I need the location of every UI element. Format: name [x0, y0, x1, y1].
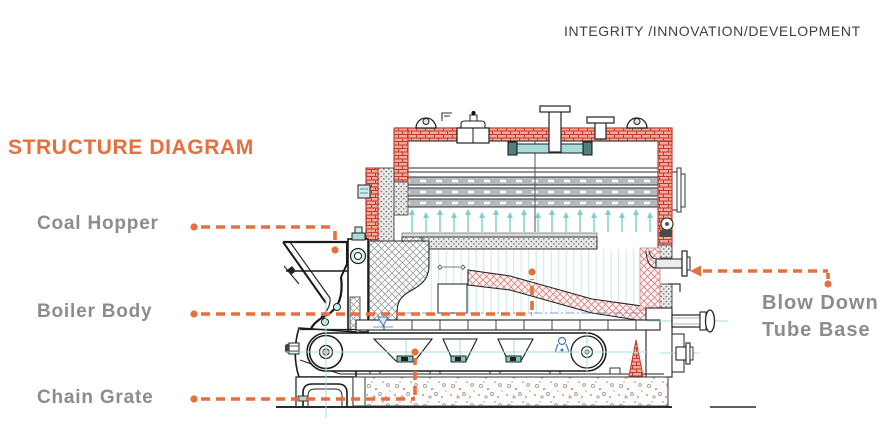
label-chain-grate: Chain Grate	[37, 387, 154, 408]
hopper-handle	[287, 266, 296, 275]
boiler-body-drawing	[390, 141, 686, 324]
label-blow-down-line2: Tube Base	[762, 319, 871, 341]
chain-grate-drawing	[299, 316, 664, 377]
shackle-icon	[554, 336, 570, 353]
steam-pipe-2	[594, 121, 607, 140]
label-blow-down-line1: Blow Down	[762, 292, 879, 314]
leader-blow-down	[690, 265, 832, 288]
blow-down-flange	[681, 250, 688, 277]
steam-pipe-1	[548, 110, 562, 153]
slogan-text: INTEGRITY /INNOVATION/DEVELOPMENT	[564, 23, 861, 39]
leader-coal-hopper	[190, 223, 339, 254]
blow-down-fittings	[645, 250, 728, 365]
rear-seal	[628, 339, 644, 377]
water-tubes	[411, 214, 651, 232]
leader-lines	[190, 223, 832, 403]
label-coal-hopper: Coal Hopper	[37, 213, 159, 234]
page-title: STRUCTURE DIAGRAM	[8, 136, 254, 159]
leader-chain-grate	[190, 348, 419, 403]
drain-pipe	[671, 314, 701, 328]
label-blow-down-tube-base: Blow Down Tube Base	[762, 290, 879, 344]
leader-boiler-body	[190, 268, 536, 318]
flow-arrows	[409, 209, 653, 218]
safety-valve	[456, 110, 490, 144]
label-boiler-body: Boiler Body	[37, 301, 153, 322]
level-mark-icon	[377, 316, 389, 328]
section-mark	[441, 112, 452, 121]
top-fittings	[415, 105, 648, 156]
ash-door	[302, 383, 348, 408]
